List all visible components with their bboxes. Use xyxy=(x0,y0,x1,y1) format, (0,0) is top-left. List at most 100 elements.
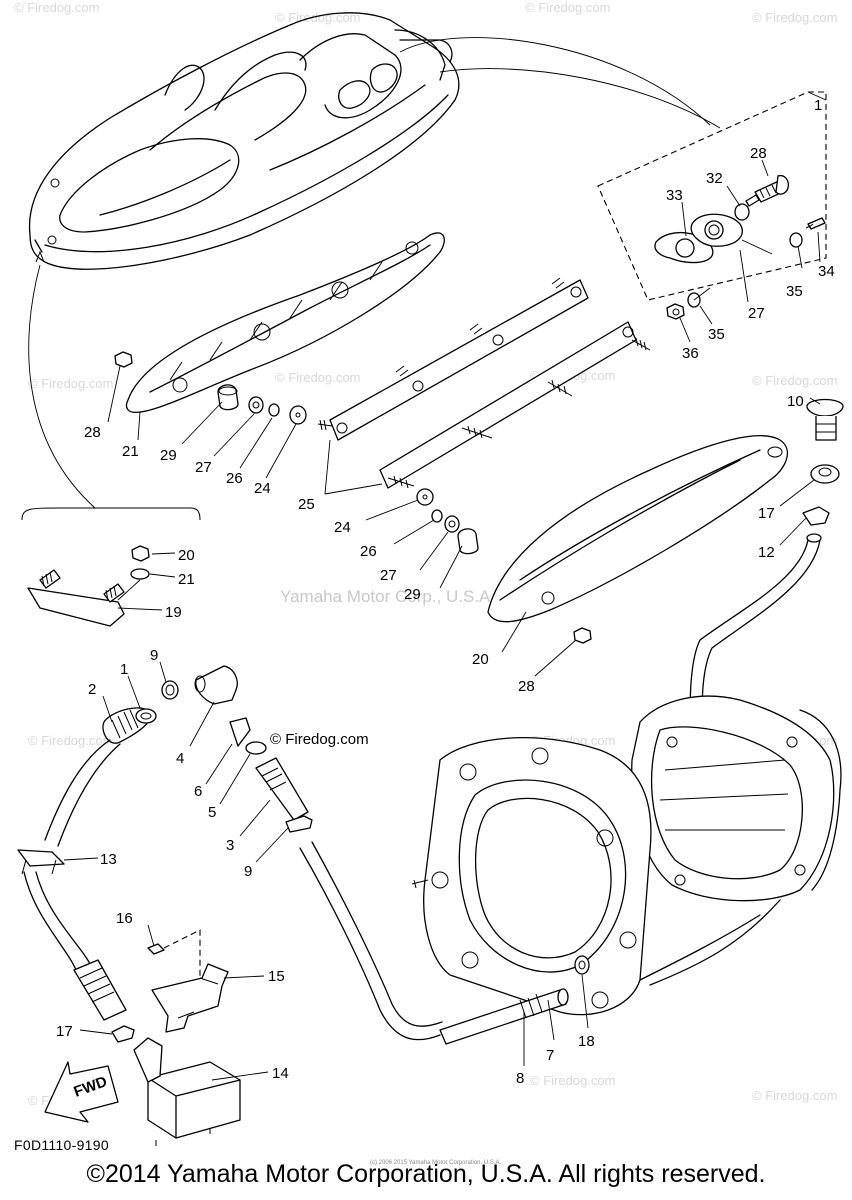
part-label: 16 xyxy=(116,910,133,927)
watercraft-illustration xyxy=(28,12,460,270)
part-11-oring xyxy=(810,464,840,484)
watermark: © Firedog.com xyxy=(525,0,610,15)
small-print: (c) 2006 2015 Yamaha Motor Corporation, … xyxy=(370,1160,502,1166)
part-29-spacer xyxy=(457,528,479,555)
part-label: 19 xyxy=(165,604,182,621)
part-28-nut xyxy=(114,351,133,368)
part-label: 21 xyxy=(178,571,195,588)
part-32-oring xyxy=(734,203,750,221)
leader-lines xyxy=(63,159,821,1081)
part-label: 29 xyxy=(160,447,177,464)
part-7-pipe xyxy=(439,988,569,1045)
part-24-washer xyxy=(289,405,307,425)
part-26-washer xyxy=(431,509,443,523)
bracket-group-box xyxy=(21,507,201,521)
part-17-clamp xyxy=(111,1025,135,1043)
hose xyxy=(689,539,809,721)
jet-pump-housing xyxy=(631,695,842,902)
watermark: © Firedog.com xyxy=(28,733,113,748)
part-26-washer xyxy=(268,403,280,417)
part-label: 20 xyxy=(472,651,489,668)
part-label: 7 xyxy=(546,1047,554,1064)
watermark-inline: © Firedog.com xyxy=(270,731,369,748)
part-20-nut xyxy=(131,545,150,562)
part-25-rails xyxy=(317,277,651,489)
part-3-nozzle xyxy=(255,757,309,821)
part-15-bracket xyxy=(151,963,229,1033)
part-22-intake-grill xyxy=(487,435,789,623)
part-8-hose xyxy=(299,847,441,1041)
copyright-footer: ©2014 Yamaha Motor Corporation, U.S.A. A… xyxy=(86,1160,766,1188)
part-label: 10 xyxy=(787,393,804,410)
part-36-nut xyxy=(666,303,685,320)
part-label: 35 xyxy=(708,326,725,343)
watermark: © Firedog.com xyxy=(530,1073,615,1088)
hose xyxy=(23,871,79,976)
watermark-center: Yamaha Motor Corp., U.S.A. xyxy=(280,587,495,606)
part-label: 29 xyxy=(404,586,421,603)
part-label: 1 xyxy=(814,97,822,114)
hose xyxy=(44,739,111,841)
part-14-water-box xyxy=(133,1037,241,1146)
part-label: 15 xyxy=(268,968,285,985)
part-label: 8 xyxy=(516,1070,524,1087)
dashed-guide xyxy=(163,929,201,978)
part-label: 34 xyxy=(818,263,835,280)
part-29-spacer xyxy=(217,384,239,411)
part-18-clamp xyxy=(574,955,590,975)
part-label: 20 xyxy=(178,547,195,564)
part-label: 17 xyxy=(758,505,775,522)
part-label: 2 xyxy=(88,681,96,698)
watermark: © Firedog.com xyxy=(752,1088,837,1103)
part-label: 27 xyxy=(380,567,397,584)
part-label: 25 xyxy=(298,496,315,513)
part-label: 4 xyxy=(176,750,184,767)
watermark: © Firedog.com xyxy=(28,376,113,391)
part-label: 9 xyxy=(150,647,158,664)
watermark: © Firedog.com xyxy=(14,0,99,15)
part-12-clip xyxy=(802,506,830,526)
part-1-fitting xyxy=(135,708,157,724)
diagram-code: F0D1110-9190 xyxy=(14,1137,109,1153)
part-9-clamp xyxy=(285,815,313,833)
part-label: 27 xyxy=(195,459,212,476)
part-label: 6 xyxy=(194,783,202,800)
part-label: 13 xyxy=(100,851,117,868)
part-label: 26 xyxy=(360,543,377,560)
watermark: © Firedog.com xyxy=(752,10,837,25)
watermark: © Firedog.com xyxy=(275,370,360,385)
part-label: 26 xyxy=(226,470,243,487)
part-34-screw xyxy=(805,217,826,230)
part-label: 17 xyxy=(56,1023,73,1040)
part-label: 24 xyxy=(254,480,271,497)
part-label: 28 xyxy=(750,145,767,162)
part-23-intake-grill xyxy=(125,232,445,414)
part-27-collar xyxy=(444,515,460,533)
part-label: 24 xyxy=(334,519,351,536)
part-label: 14 xyxy=(272,1065,289,1082)
arrow-head xyxy=(35,250,45,263)
leader-line xyxy=(439,68,721,129)
part-21-washer xyxy=(130,568,150,580)
part-label: 21 xyxy=(122,443,139,460)
hose-end-corrugated xyxy=(73,959,127,1021)
part-24-washer xyxy=(416,488,434,506)
part-label: 5 xyxy=(208,804,216,821)
assembly-box xyxy=(597,91,827,301)
part-label: 32 xyxy=(706,170,723,187)
part-4-elbow xyxy=(194,665,238,705)
fwd-arrow-icon: FWD xyxy=(44,1061,119,1123)
part-9-clamp xyxy=(161,680,179,700)
leader-line xyxy=(399,37,711,126)
part-28-nut xyxy=(573,627,592,644)
part-31-pin xyxy=(745,174,790,207)
part-label: 9 xyxy=(244,863,252,880)
part-6-cap xyxy=(229,717,251,747)
part-label: 3 xyxy=(226,837,234,854)
part-27-collar xyxy=(248,396,264,414)
part-label: 35 xyxy=(786,283,803,300)
part-16-screw xyxy=(147,943,165,955)
part-label: 1 xyxy=(120,661,128,678)
part-label: 33 xyxy=(666,187,683,204)
